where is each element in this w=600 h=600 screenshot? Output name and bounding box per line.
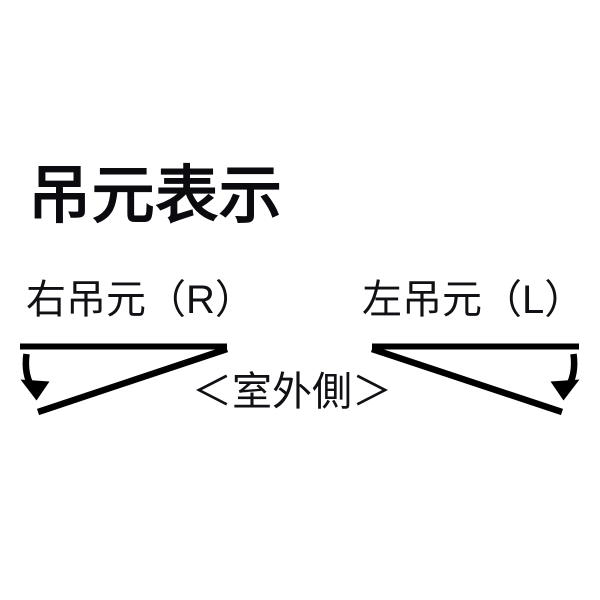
page-title: 吊元表示 xyxy=(28,161,283,231)
left-hinge-label: 左吊元（L） xyxy=(362,278,585,322)
left-hinge-swing-arrow-head xyxy=(550,379,580,401)
right-hinge-swing-arrow-head xyxy=(20,379,50,401)
outdoor-side-caption: ＜室外側＞ xyxy=(192,370,392,414)
right-hinge-swing-line xyxy=(36,345,229,416)
left-hinge-panel xyxy=(370,343,580,416)
right-hinge-panel xyxy=(20,343,229,416)
right-hinge-label: 右吊元（R） xyxy=(26,278,255,322)
left-hinge-swing-line xyxy=(370,345,564,416)
